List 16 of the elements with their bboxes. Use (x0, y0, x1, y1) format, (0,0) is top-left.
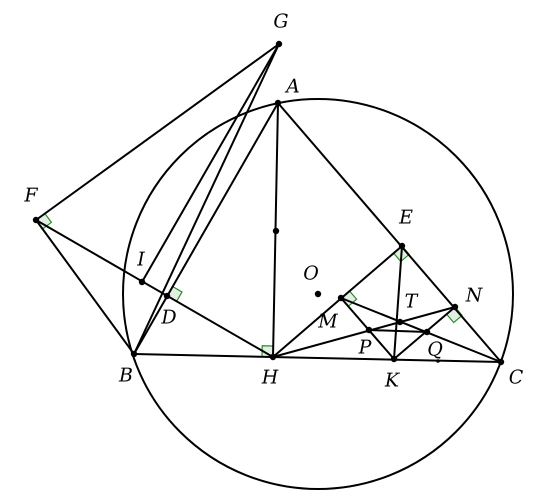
point-label: G (273, 12, 289, 32)
point-label: Q (427, 340, 443, 360)
point-label: K (384, 372, 400, 390)
point-label: B (119, 366, 133, 386)
point-label: N (466, 286, 482, 306)
point-label: F (24, 186, 38, 206)
point-label: T (404, 292, 418, 312)
point-label: H (262, 368, 278, 388)
point-label: O (303, 264, 319, 284)
point-label: C (508, 368, 524, 388)
point-label: P (358, 338, 372, 358)
point-label: M (318, 312, 338, 332)
point-label: A (286, 78, 300, 96)
point-label: E (399, 208, 413, 228)
point-label: I (137, 250, 145, 270)
point-label: D (161, 308, 177, 328)
